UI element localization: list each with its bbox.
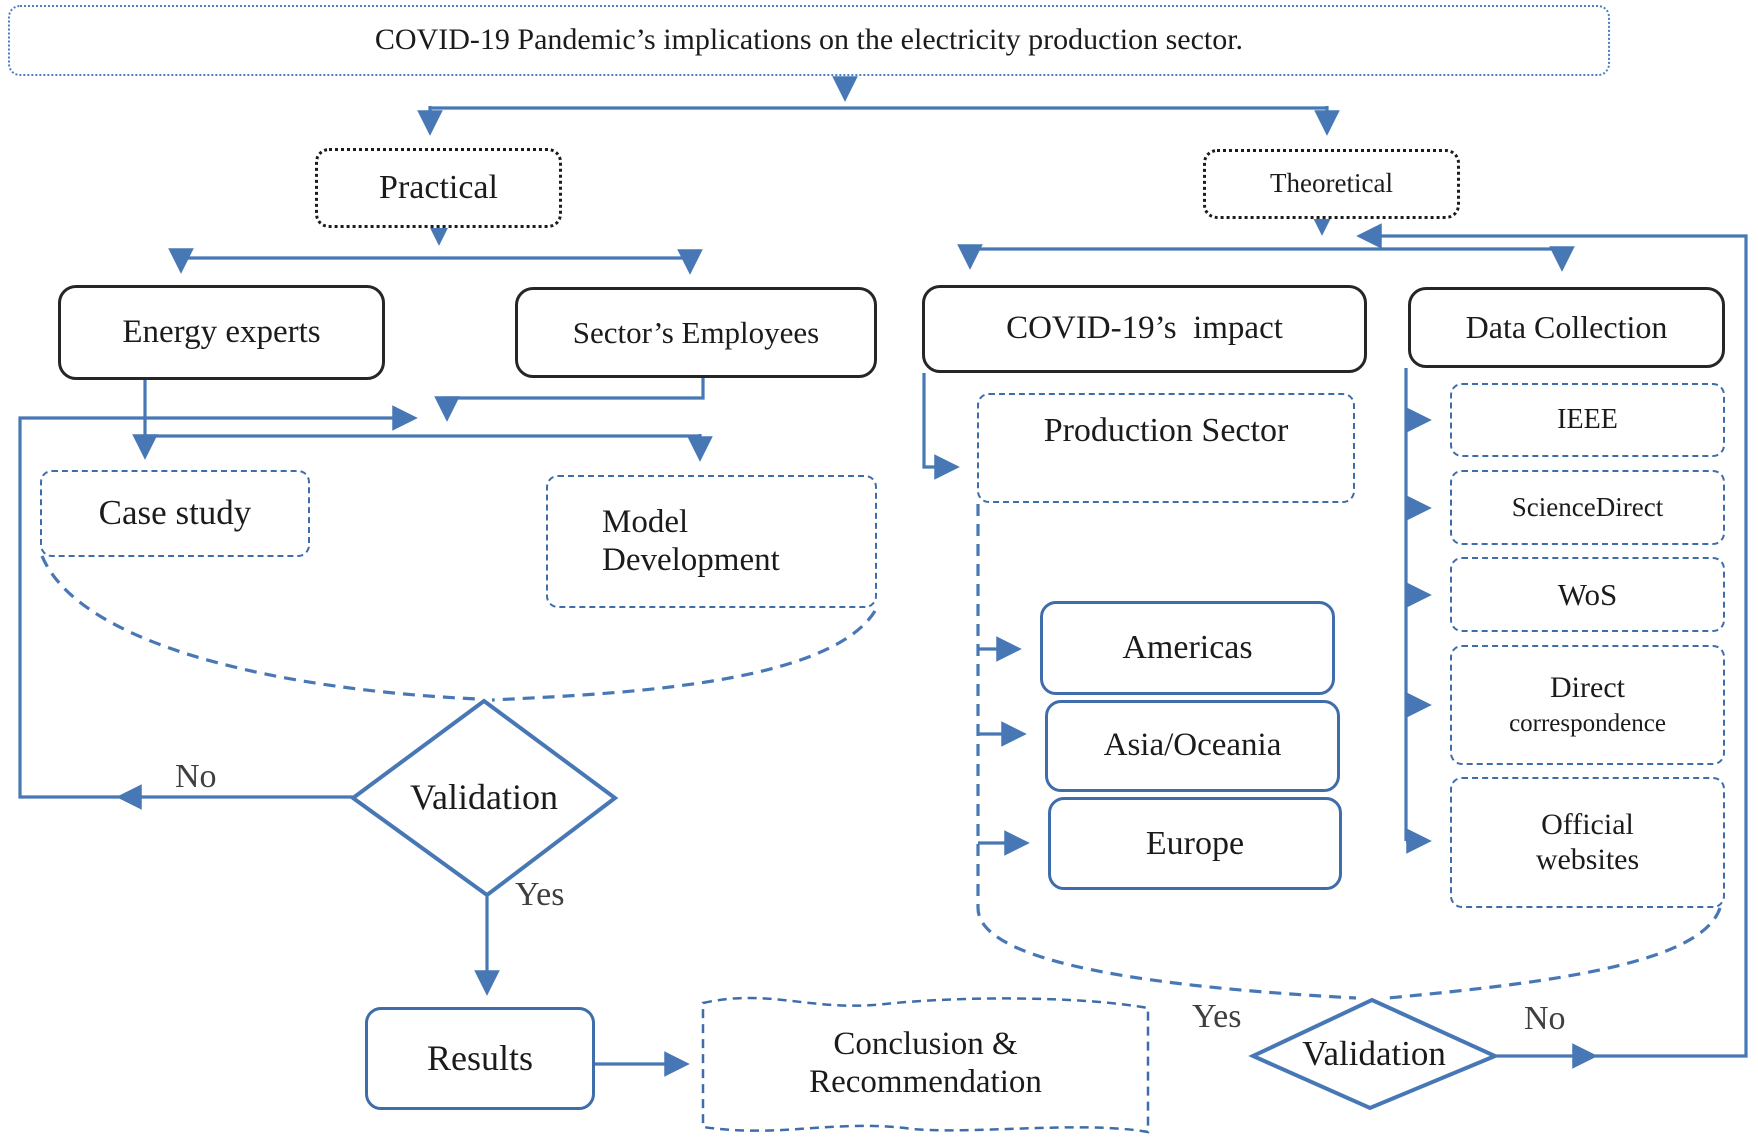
edge-label-yes-left: Yes [515,876,565,913]
node-data-collection: Data Collection [1408,287,1725,368]
case-study-label: Case study [98,493,252,533]
sciencedirect-label: ScienceDirect [1511,491,1664,522]
edge-label-no-right: No [1524,1000,1566,1037]
arrow-no-feedback-left [18,405,418,799]
curve-model-dev-to-validation [491,610,877,702]
validation-right-diamond [1248,997,1501,1111]
conclusion-flag-shape [701,996,1150,1134]
node-energy-experts: Energy experts [58,285,385,380]
curve-official-to-validation [1387,907,1722,1000]
wos-label: WoS [1557,576,1618,612]
node-results: Results [365,1007,595,1110]
node-covid-impact: COVID-19’s impact [922,285,1367,373]
node-sectors-employees: Sector’s Employees [515,287,877,378]
production-sector-label: Production Sector [1043,412,1289,449]
node-production-sector: Production Sector [977,393,1355,503]
node-americas: Americas [1040,601,1335,695]
validation-left-diamond [349,698,619,898]
curve-case-study-to-validation [40,555,479,701]
node-theoretical: Theoretical [1203,149,1460,219]
arrow-sectors-employees-merge [434,378,705,422]
validation-left-text: Validation [410,777,558,818]
practical-label: Practical [379,169,498,207]
title-box: COVID-19 Pandemic’s implications on the … [8,5,1610,76]
energy-experts-label: Energy experts [122,313,321,350]
arrow-no-feedback-right [1356,223,1748,1058]
curve-regions-spine [976,504,1357,1000]
data-collection-label: Data Collection [1465,309,1668,346]
node-europe: Europe [1048,797,1342,890]
arrow-covid-to-production-sector [922,373,960,480]
validation-right-text: Validation [1302,1033,1446,1073]
europe-label: Europe [1145,824,1245,862]
node-ieee: IEEE [1450,383,1725,457]
conclusion-label: Conclusion &Recommendation [809,1026,1042,1100]
node-case-study: Case study [40,470,310,557]
ieee-label: IEEE [1557,403,1618,435]
node-sciencedirect: ScienceDirect [1450,470,1725,545]
node-practical: Practical [315,148,562,228]
edge-label-no-left: No [175,758,217,795]
edge-label-yes-right: Yes [1192,998,1242,1035]
node-wos: WoS [1450,557,1725,632]
node-conclusion: Conclusion &Recommendation [703,1000,1148,1128]
theoretical-label: Theoretical [1270,168,1393,199]
sectors-employees-label: Sector’s Employees [572,314,820,350]
americas-label: Americas [1122,629,1253,667]
title-text: COVID-19 Pandemic’s implications on the … [374,23,1244,57]
covid-impact-label: COVID-19’s impact [1006,310,1283,347]
node-asia-oceania: Asia/Oceania [1045,700,1340,792]
results-label: Results [426,1037,533,1078]
asia-oceania-label: Asia/Oceania [1103,727,1282,764]
